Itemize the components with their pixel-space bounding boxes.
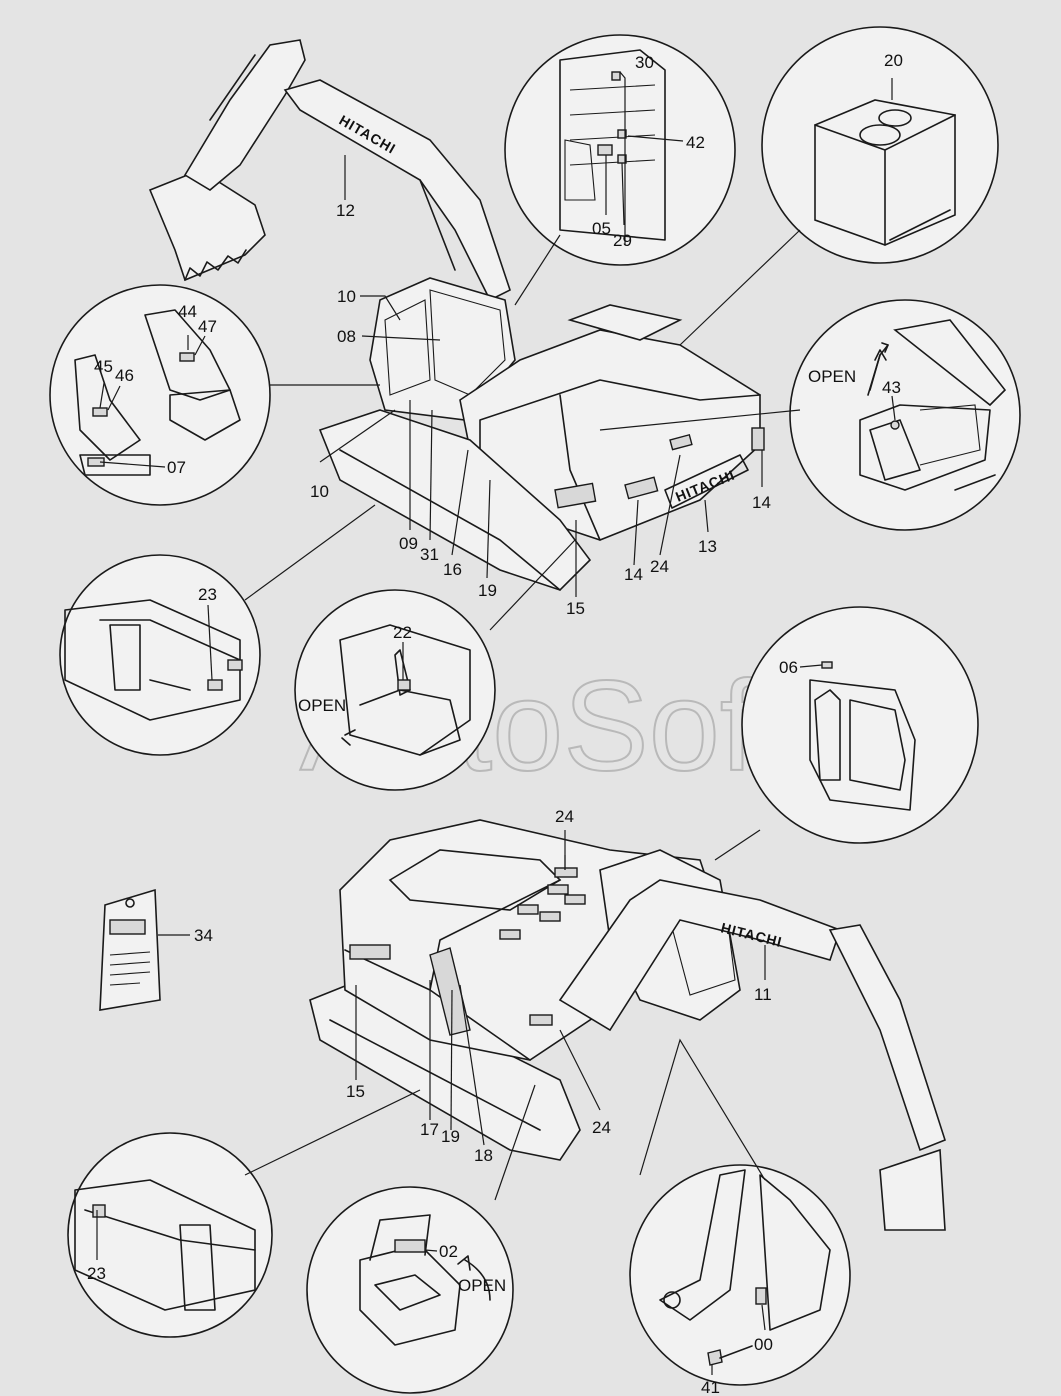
lead-cover <box>489 539 576 631</box>
bottom-excavator: HITACHI <box>309 819 946 1231</box>
top-arm <box>183 39 306 191</box>
label-15-top: 15 <box>566 599 585 618</box>
part-labels: 12 10 08 10 09 31 16 19 15 14 24 13 14 3… <box>87 51 903 1396</box>
bottom-bucket <box>879 1148 946 1231</box>
label-47: 47 <box>198 317 217 336</box>
lead-hood <box>679 229 801 346</box>
lead-step-top <box>244 504 376 601</box>
detail-circle-bolt <box>629 1164 851 1386</box>
open-label-toolbox: OPEN <box>458 1276 506 1295</box>
label-00: 00 <box>754 1335 773 1354</box>
label-24-bottom: 24 <box>592 1118 611 1137</box>
label-30: 30 <box>635 53 654 72</box>
label-44: 44 <box>178 302 197 321</box>
label-05: 05 <box>592 219 611 238</box>
open-label-cover: OPEN <box>298 696 346 715</box>
label-17: 17 <box>420 1120 439 1139</box>
label-24-top: 24 <box>650 557 669 576</box>
label-46: 46 <box>115 366 134 385</box>
label-29: 29 <box>613 231 632 250</box>
lead-bolt <box>639 1038 766 1181</box>
top-boom <box>283 79 511 302</box>
label-11: 11 <box>754 985 772 1004</box>
detail-circle-toolbox <box>306 1186 514 1394</box>
open-label-engine: OPEN <box>808 367 856 386</box>
label-06: 06 <box>779 658 798 677</box>
detail-circle-door <box>504 34 736 266</box>
decal-15-bottom <box>349 944 391 960</box>
label-19-top: 19 <box>478 581 497 600</box>
lead-frame <box>714 829 761 861</box>
label-34: 34 <box>194 926 213 945</box>
label-14-right: 14 <box>752 493 771 512</box>
label-12: 12 <box>336 201 355 220</box>
bottom-arm <box>828 924 946 1152</box>
detail-circle-seat <box>49 284 271 506</box>
label-43: 43 <box>882 378 901 397</box>
label-23-bottom: 23 <box>87 1264 106 1283</box>
bucket-teeth <box>184 249 247 281</box>
label-23-top: 23 <box>198 585 217 604</box>
label-31: 31 <box>420 545 439 564</box>
label-10-upper: 10 <box>337 287 356 306</box>
lead-toolbox <box>494 1084 536 1201</box>
lead-engine <box>599 409 801 431</box>
label-42: 42 <box>686 133 705 152</box>
label-24-bottom-top: 24 <box>555 807 574 826</box>
label-15-bottom: 15 <box>346 1082 365 1101</box>
label-20: 20 <box>884 51 903 70</box>
top-excavator: HITACHI HITACHI <box>148 39 765 591</box>
decal-15-top <box>554 482 597 509</box>
bottom-boom <box>558 879 842 1032</box>
label-10-lower: 10 <box>310 482 329 501</box>
lead-door <box>514 234 561 306</box>
label-19-bottom: 19 <box>441 1127 460 1146</box>
label-18: 18 <box>474 1146 493 1165</box>
label-22: 22 <box>393 623 412 642</box>
label-02: 02 <box>439 1242 458 1261</box>
tag-34 <box>99 888 161 1011</box>
label-13: 13 <box>698 537 717 556</box>
detail-circle-step-bottom <box>67 1132 273 1338</box>
label-45: 45 <box>94 357 113 376</box>
label-16: 16 <box>443 560 462 579</box>
detail-circle-cover <box>294 589 496 791</box>
label-07: 07 <box>167 458 186 477</box>
lead-step-bottom <box>244 1089 421 1176</box>
label-08: 08 <box>337 327 356 346</box>
label-41: 41 <box>701 1378 720 1396</box>
part-leaders <box>96 71 896 1375</box>
label-09: 09 <box>399 534 418 553</box>
detail-circle-frame <box>741 606 979 844</box>
label-14-left: 14 <box>624 565 643 584</box>
